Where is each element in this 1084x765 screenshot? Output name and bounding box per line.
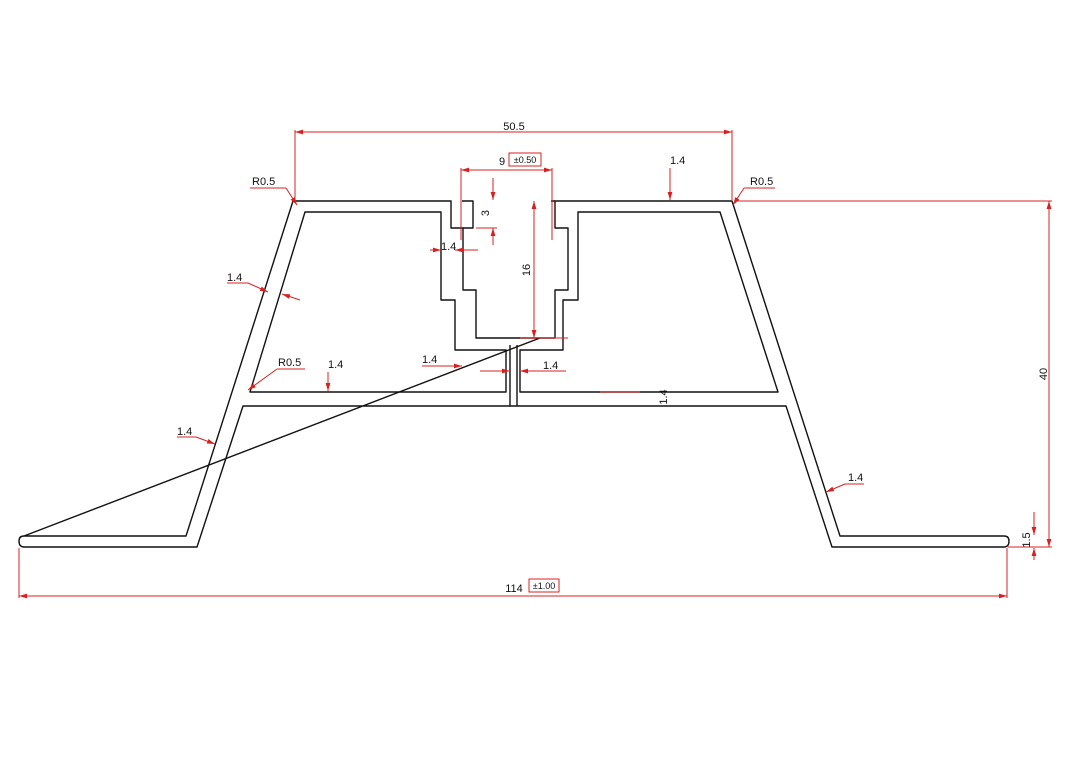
dim-total-width-tolerance: ±1.00 bbox=[533, 581, 555, 591]
dim-total-width: 114 bbox=[505, 583, 523, 595]
wall-label-5: 1.4 bbox=[328, 359, 343, 371]
wall-label-3: 1.4 bbox=[848, 472, 863, 484]
dim-flange-thickness: 1.5 bbox=[1021, 532, 1033, 547]
profile-outline bbox=[18, 200, 1010, 548]
slot-inner bbox=[462, 200, 555, 229]
radius-inner: R0.5 bbox=[278, 357, 301, 369]
wall-label-1: 1.4 bbox=[227, 272, 242, 284]
dim-slot-depth: 16 bbox=[521, 264, 533, 276]
wall-label-2: 1.4 bbox=[177, 426, 192, 438]
radius-top-left: R0.5 bbox=[252, 176, 275, 188]
wall-label-6: 1.4 bbox=[422, 354, 437, 366]
outer-contour bbox=[18, 200, 1010, 548]
dim-slot-tolerance: ±0.50 bbox=[514, 155, 536, 165]
wall-label-9: 1.4 bbox=[658, 389, 670, 404]
right-chamber bbox=[519, 211, 779, 393]
left-chamber bbox=[249, 211, 507, 393]
dimension-lines bbox=[18, 129, 1052, 599]
radius-top-right: R0.5 bbox=[750, 176, 773, 188]
wall-label-8: 1.4 bbox=[441, 241, 456, 253]
dim-top-width: 50.5 bbox=[503, 121, 524, 133]
wall-label-7: 1.4 bbox=[543, 360, 558, 372]
dim-slot-width: 9 bbox=[499, 156, 505, 168]
dimension-labels: 50.5 9 ±0.50 3 16 40 1.5 114 ±1.00 R0.5 … bbox=[177, 121, 1050, 595]
dim-slot-lip: 3 bbox=[480, 210, 492, 216]
wall-label-4: 1.4 bbox=[670, 155, 685, 167]
dim-total-height: 40 bbox=[1038, 368, 1050, 380]
